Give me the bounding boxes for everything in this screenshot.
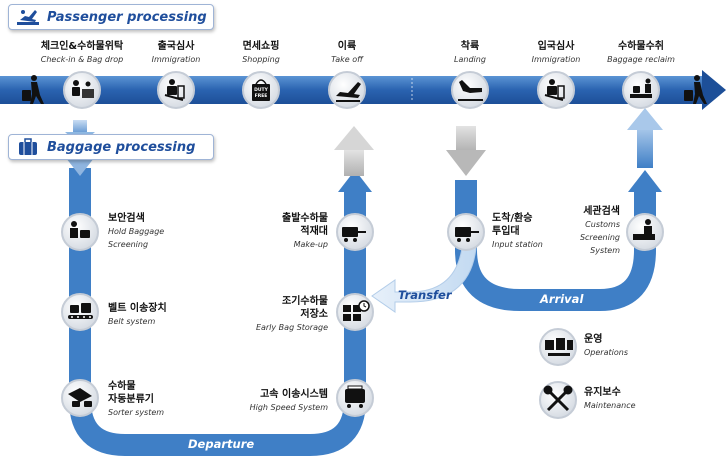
step-en: System bbox=[590, 246, 620, 255]
label-early-bag-storage: 조기수하물 저장소 Early Bag Storage bbox=[222, 295, 328, 334]
step-label-shopping: 면세쇼핑 Shopping bbox=[221, 40, 301, 66]
step-en: Screening bbox=[579, 233, 620, 242]
step-ko: 세관검색 bbox=[583, 206, 620, 217]
departure-belt bbox=[69, 168, 366, 456]
duty-free-text-line2: FREE bbox=[255, 93, 268, 99]
immigration-icon bbox=[164, 79, 185, 101]
landing-gray-arrow bbox=[446, 150, 486, 176]
step-en: Belt system bbox=[108, 317, 156, 326]
step-ko: 보안검색 bbox=[108, 213, 145, 224]
step-ko: 자동분류기 bbox=[108, 394, 154, 405]
step-ko: 투입대 bbox=[492, 226, 520, 237]
transfer-arrow bbox=[371, 247, 477, 313]
transfer-flow-label: Transfer bbox=[398, 288, 452, 302]
legend-maintenance: 유지보수 Maintenance bbox=[584, 386, 674, 412]
legend-operations: 운영 Operations bbox=[584, 333, 674, 359]
suitcase-icon bbox=[19, 138, 37, 155]
step-en: High Speed System bbox=[249, 403, 328, 412]
label-sorter-system: 수하물 자동분류기 Sorter system bbox=[108, 380, 218, 419]
legend-en: Operations bbox=[584, 348, 628, 357]
customs-officer-icon bbox=[633, 219, 655, 240]
legend-ko: 운영 bbox=[584, 334, 603, 345]
step-ko: 고속 이송시스템 bbox=[260, 389, 328, 400]
baggage-processing-header: Baggage processing bbox=[8, 134, 214, 160]
duty-free-text-line1: DUTY bbox=[254, 87, 268, 93]
label-input-station: 도착/환승 투입대 Input station bbox=[492, 212, 572, 251]
step-ko: 체크인&수하물위탁 bbox=[40, 41, 124, 52]
step-ko: 이륙 bbox=[337, 41, 357, 52]
arrival-arrow-head bbox=[628, 170, 662, 192]
step-en: Make-up bbox=[293, 240, 328, 249]
label-hold-baggage-screening: 보안검색 Hold Baggage Screening bbox=[108, 212, 218, 251]
step-en: Shopping bbox=[242, 55, 280, 64]
takeoff-icon bbox=[336, 82, 361, 102]
step-ko: 면세쇼핑 bbox=[242, 41, 280, 52]
landing-icon bbox=[458, 80, 483, 101]
walking-passenger-icon bbox=[22, 75, 44, 104]
step-ko: 도착/환승 bbox=[492, 213, 533, 224]
step-label-check-in: 체크인&수하물위탁 Check-in & Bag drop bbox=[22, 40, 142, 66]
step-ko: 조기수하물 bbox=[282, 296, 328, 307]
label-high-speed-system: 고속 이송시스템 High Speed System bbox=[222, 388, 328, 414]
passenger-processing-title: Passenger processing bbox=[47, 9, 207, 25]
step-en: Input station bbox=[492, 240, 543, 249]
duty-free-icon: DUTY FREE bbox=[252, 79, 270, 101]
step-en: Check-in & Bag drop bbox=[40, 55, 124, 64]
step-ko: 수하물 bbox=[108, 381, 136, 392]
operations-monitor-icon bbox=[545, 338, 573, 356]
step-ko: 출국심사 bbox=[157, 41, 195, 52]
step-en: Immigration bbox=[151, 55, 201, 64]
step-en: Sorter system bbox=[108, 408, 165, 417]
screening-officer-icon bbox=[70, 221, 90, 238]
legend-en: Maintenance bbox=[584, 401, 636, 410]
passenger-icon bbox=[17, 10, 39, 25]
step-label-takeoff: 이륙 Take off bbox=[307, 40, 387, 66]
make-up-cart-icon bbox=[342, 227, 366, 242]
departure-entry-arrow bbox=[66, 158, 94, 176]
label-belt-system: 벨트 이송장치 Belt system bbox=[108, 302, 218, 328]
belt-system-icon bbox=[68, 303, 93, 319]
step-en: Hold Baggage bbox=[108, 227, 165, 236]
step-en: Screening bbox=[108, 240, 149, 249]
baggage-processing-title: Baggage processing bbox=[47, 139, 196, 155]
step-label-immigration-out: 출국심사 Immigration bbox=[136, 40, 216, 66]
step-ko: 벨트 이송장치 bbox=[108, 303, 167, 314]
arrival-flow-label: Arrival bbox=[540, 292, 584, 306]
step-en: Customs bbox=[585, 220, 620, 229]
step-ko: 출발수하물 bbox=[282, 213, 328, 224]
departure-arrow-head bbox=[338, 170, 372, 192]
step-ko: 적재대 bbox=[300, 226, 328, 237]
walking-passenger-end-icon bbox=[684, 75, 707, 104]
step-ko: 입국심사 bbox=[537, 41, 575, 52]
input-station-cart-icon bbox=[455, 227, 479, 242]
departure-flow-label: Departure bbox=[188, 437, 255, 451]
step-ko: 수하물수취 bbox=[618, 41, 664, 52]
step-en: Early Bag Storage bbox=[255, 323, 328, 332]
maintenance-tools-icon bbox=[543, 385, 573, 412]
takeoff-gray-arrow bbox=[334, 126, 374, 150]
passenger-processing-header: Passenger processing bbox=[8, 4, 214, 30]
legend-ko: 유지보수 bbox=[584, 387, 621, 398]
label-customs-screening: 세관검색 Customs Screening System bbox=[540, 205, 620, 257]
immigration-arrival-icon bbox=[544, 79, 565, 101]
step-en: Take off bbox=[331, 55, 363, 64]
high-speed-cart-icon bbox=[345, 385, 365, 408]
early-bag-storage-icon bbox=[343, 300, 370, 321]
step-label-baggage-reclaim: 수하물수취 Baggage reclaim bbox=[596, 40, 686, 66]
step-label-immigration-in: 입국심사 Immigration bbox=[516, 40, 596, 66]
step-en: Baggage reclaim bbox=[607, 55, 675, 64]
sorter-icon bbox=[68, 388, 92, 407]
step-en: Immigration bbox=[531, 55, 581, 64]
baggage-reclaim-icon bbox=[630, 78, 652, 98]
label-make-up: 출발수하물 적재대 Make-up bbox=[222, 212, 328, 251]
step-en: Landing bbox=[454, 55, 486, 64]
step-ko: 저장소 bbox=[300, 309, 328, 320]
step-label-landing: 착륙 Landing bbox=[430, 40, 510, 66]
step-ko: 착륙 bbox=[460, 41, 480, 52]
check-in-icon bbox=[72, 80, 94, 98]
